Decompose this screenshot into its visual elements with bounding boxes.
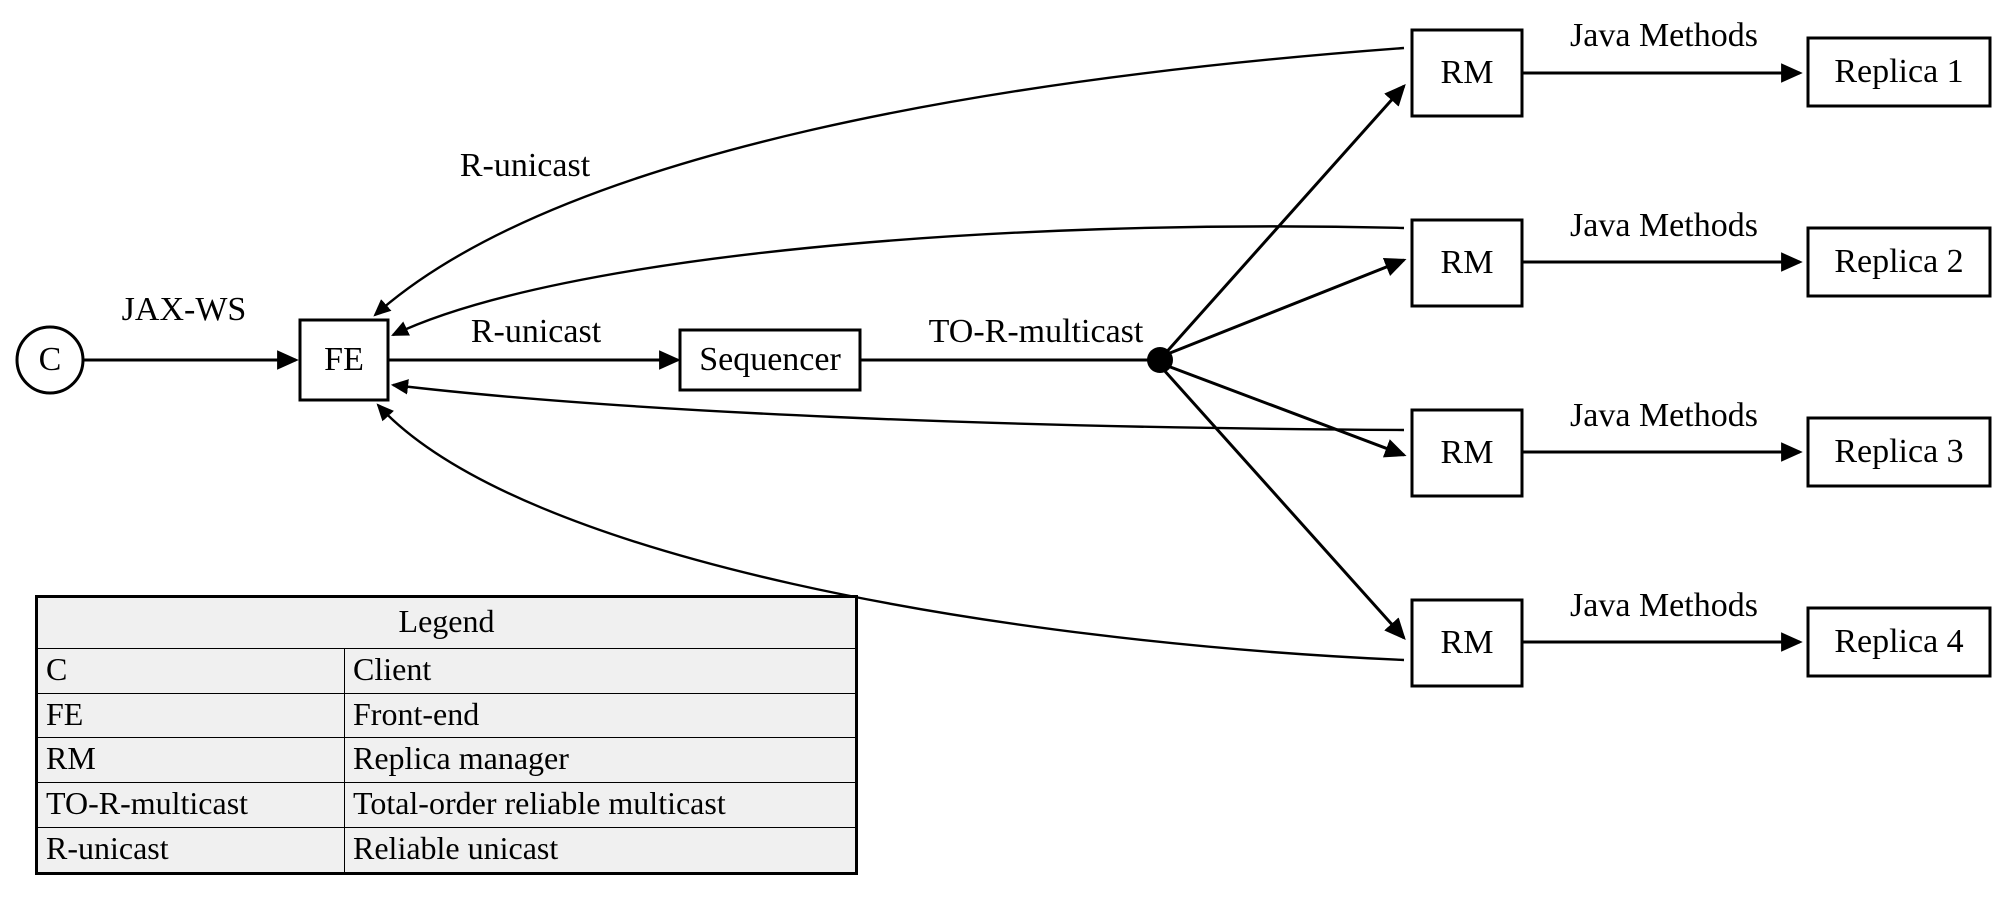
rm-node-4-label: RM (1441, 624, 1494, 661)
legend-row: FE Front-end (36, 692, 857, 739)
rm-node-3-label: RM (1441, 434, 1494, 471)
edge-label-to-r-multicast: TO-R-multicast (929, 313, 1144, 350)
client-node[interactable] (15, 325, 85, 395)
replica-node-1-label: Replica 1 (1834, 53, 1963, 90)
rm-node-1[interactable] (1410, 28, 1524, 118)
replica-node-2-label: Replica 2 (1834, 243, 1963, 280)
frontend-node-label: FE (324, 341, 364, 378)
rm-node-3[interactable] (1410, 408, 1524, 498)
replica-node-1[interactable] (1806, 36, 1992, 108)
sequencer-node-label: Sequencer (699, 341, 841, 378)
edge-label-fe-sequencer-r-unicast: R-unicast (471, 313, 602, 350)
legend-title-row: Legend (36, 596, 857, 649)
legend-table-head: Legend (36, 596, 857, 649)
edge-label-java-methods-2: Java Methods (1570, 207, 1758, 244)
legend-abbr-to-r-multicast: TO-R-multicast (36, 782, 345, 829)
replica-node-2[interactable] (1806, 226, 1992, 298)
replica-node-4-label: Replica 4 (1834, 623, 1963, 660)
legend-abbr-rm: RM (36, 737, 345, 784)
legend-abbr-client: C (36, 647, 345, 694)
legend-row: RM Replica manager (36, 737, 857, 784)
edge-rm3-frontend (390, 379, 1405, 432)
legend-table: Legend C Client FE Front-end RM Replica … (35, 595, 858, 875)
legend-desc-r-unicast: Reliable unicast (344, 827, 857, 874)
legend-abbr-frontend: FE (36, 692, 345, 739)
edge-rm4-frontend (376, 403, 1405, 662)
legend-desc-frontend: Front-end (344, 692, 857, 739)
rm-node-4[interactable] (1410, 598, 1524, 688)
sequencer-node[interactable] (678, 328, 862, 392)
legend-desc-client: Client (344, 647, 857, 694)
legend-abbr-r-unicast: R-unicast (36, 827, 345, 874)
client-node-label: C (39, 341, 62, 378)
edge-rm2-frontend (391, 225, 1405, 337)
legend-row: TO-R-multicast Total-order reliable mult… (36, 782, 857, 829)
replica-node-4[interactable] (1806, 606, 1992, 678)
rm-node-2-label: RM (1441, 244, 1494, 281)
rm-node-2[interactable] (1410, 218, 1524, 308)
edge-label-java-methods-3: Java Methods (1570, 397, 1758, 434)
edge-junction-rm-1 (1161, 83, 1406, 357)
legend-table-body: C Client FE Front-end RM Replica manager… (36, 647, 857, 874)
replica-node-3-label: Replica 3 (1834, 433, 1963, 470)
edge-label-jax-ws: JAX-WS (122, 291, 247, 328)
frontend-node[interactable] (298, 318, 390, 402)
edge-label-java-methods-1: Java Methods (1570, 17, 1758, 54)
multicast-junction-dot (1147, 347, 1173, 373)
edge-junction-rm-2 (1164, 257, 1407, 357)
replica-node-3[interactable] (1806, 416, 1992, 488)
edge-rm1-frontend (373, 46, 1405, 317)
edge-junction-rm-4 (1161, 367, 1406, 641)
legend-row: C Client (36, 647, 857, 694)
legend-desc-rm: Replica manager (344, 737, 857, 784)
legend-desc-to-r-multicast: Total-order reliable multicast (344, 782, 857, 829)
rm-node-1-label: RM (1441, 54, 1494, 91)
legend-row: R-unicast Reliable unicast (36, 827, 857, 874)
legend-title: Legend (36, 596, 857, 649)
edge-label-java-methods-4: Java Methods (1570, 587, 1758, 624)
edge-label-rm-fe-r-unicast: R-unicast (460, 147, 591, 184)
edge-junction-rm-3 (1164, 363, 1407, 458)
